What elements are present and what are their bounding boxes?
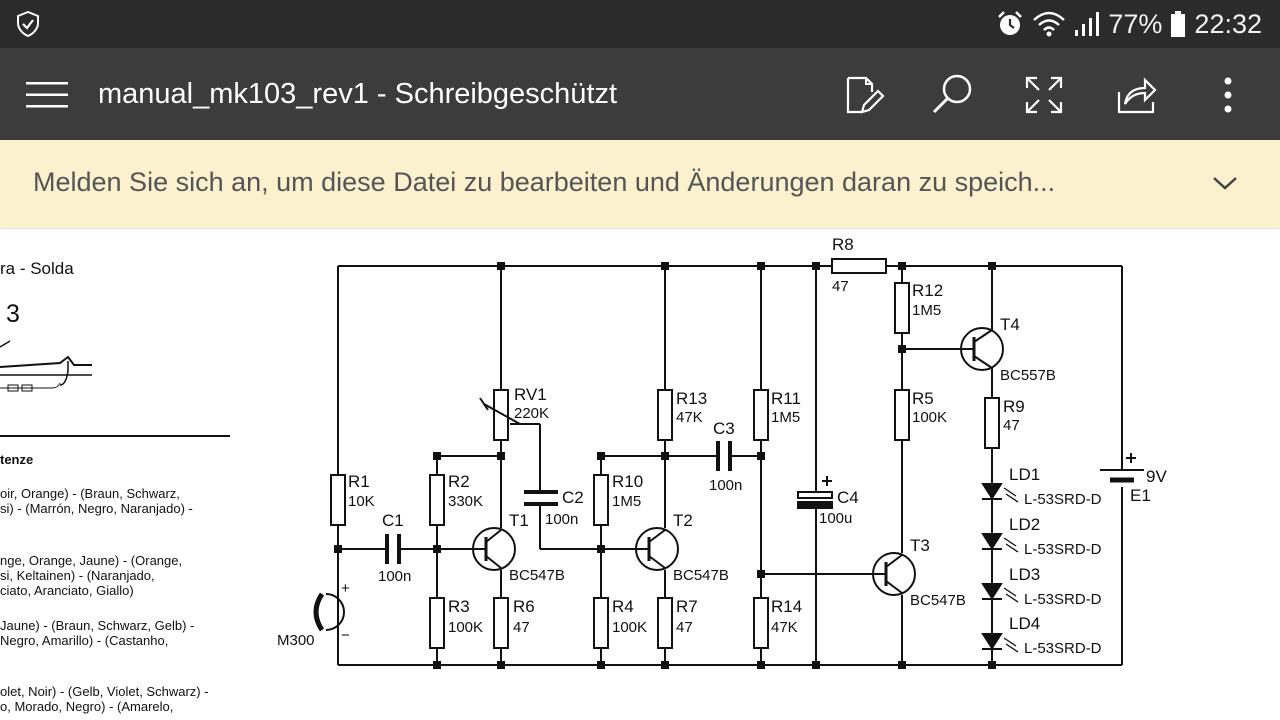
circuit-schematic: R8 R12 T4 RV1 R13 R11 R5 R9 C3 LD1 9V E1… [277, 235, 1167, 669]
label-E1: E1 [1130, 486, 1151, 505]
value-R5: 100K [912, 409, 947, 426]
label-M300: M300 [277, 632, 315, 649]
label-R6: R6 [513, 597, 535, 616]
battery-icon [1171, 11, 1186, 37]
mic-plus-sign: + [341, 580, 350, 597]
doc-text-line: Jaune) - (Braun, Schwarz, Gelb) - [0, 618, 195, 633]
value-R11: 1M5 [771, 409, 800, 426]
signal-icon [1075, 12, 1100, 36]
label-R11: R11 [771, 389, 801, 408]
value-R14: 47K [771, 619, 798, 636]
value-LD1: L-53SRD-D [1024, 491, 1102, 508]
value-R8: 47 [832, 278, 849, 295]
search-icon[interactable] [930, 72, 976, 118]
doc-text-line: nge, Orange, Jaune) - (Orange, [0, 553, 183, 568]
label-R12: R12 [912, 281, 943, 300]
label-R8: R8 [832, 235, 854, 254]
mic-minus-sign: − [341, 627, 350, 644]
app-toolbar: manual_mk103_rev1 - Schreibgeschützt [0, 48, 1280, 140]
value-LD4: L-53SRD-D [1024, 640, 1102, 657]
label-R5: R5 [912, 389, 934, 408]
label-R7: R7 [676, 597, 698, 616]
value-LD3: L-53SRD-D [1024, 591, 1102, 608]
share-icon[interactable] [1113, 72, 1159, 118]
label-RV1: RV1 [514, 385, 547, 404]
label-R13: R13 [676, 389, 707, 408]
value-RV1: 220K [514, 405, 549, 422]
value-T3: BC547B [910, 592, 966, 609]
clock: 22:32 [1194, 8, 1262, 39]
label-C2: C2 [562, 488, 584, 507]
value-R12: 1M5 [912, 302, 941, 319]
value-R1: 10K [348, 493, 375, 510]
label-R3: R3 [448, 597, 470, 616]
document-page[interactable]: ra - Solda 3 tenze oir, Orange) - (Braun… [0, 229, 1280, 720]
wifi-icon [1033, 11, 1066, 37]
label-R4: R4 [612, 597, 634, 616]
sign-in-banner[interactable]: Melden Sie sich an, um diese Datei zu be… [0, 140, 1280, 228]
doc-text-line: o, Morado, Negro) - (Amarelo, [0, 699, 174, 714]
label-LD1: LD1 [1009, 465, 1040, 484]
more-vert-icon[interactable] [1205, 72, 1251, 118]
label-R2: R2 [448, 472, 470, 491]
document-title: manual_mk103_rev1 - Schreibgeschützt [98, 78, 618, 110]
label-R14: R14 [771, 597, 802, 616]
value-T2: BC547B [673, 567, 729, 584]
label-LD3: LD3 [1009, 565, 1040, 584]
doc-text-line: oir, Orange) - (Braun, Schwarz, [0, 486, 180, 501]
status-right: 77% 22:32 [996, 0, 1262, 48]
value-R9: 47 [1003, 417, 1020, 434]
solder-illustration [0, 340, 92, 392]
doc-text-section: tenze [0, 452, 34, 467]
doc-text-line: Negro, Amarillo) - (Castanho, [0, 633, 169, 648]
label-R10: R10 [612, 472, 643, 491]
shield-check-icon [17, 11, 39, 37]
doc-text-heading: ra - Solda [0, 259, 74, 278]
value-C1: 100n [378, 568, 411, 585]
label-R9: R9 [1003, 397, 1025, 416]
doc-text-line: ciato, Aranciato, Giallo) [0, 583, 134, 598]
label-T3: T3 [910, 536, 930, 555]
doc-text-line: si, Keltainen) - (Naranjado, [0, 568, 155, 583]
alarm-icon [998, 11, 1023, 35]
label-9V: 9V [1146, 467, 1167, 486]
value-R6: 47 [513, 619, 530, 636]
value-R10: 1M5 [612, 493, 641, 510]
label-LD4: LD4 [1009, 614, 1040, 633]
banner-message: Melden Sie sich an, um diese Datei zu be… [33, 167, 1056, 197]
value-R2: 330K [448, 493, 483, 510]
fullscreen-icon[interactable] [1021, 72, 1067, 118]
value-R7: 47 [676, 619, 693, 636]
label-T4: T4 [1000, 315, 1020, 334]
doc-text-step: 3 [6, 300, 20, 328]
label-C3: C3 [713, 419, 735, 438]
value-T1: BC547B [509, 567, 565, 584]
label-LD2: LD2 [1009, 515, 1040, 534]
label-T2: T2 [673, 511, 693, 530]
doc-text-line: olet, Noir) - (Gelb, Violet, Schwarz) - [0, 684, 209, 699]
value-R13: 47K [676, 409, 703, 426]
doc-text-line: si) - (Marrón, Negro, Naranjado) - [0, 501, 193, 516]
value-C2: 100n [545, 511, 578, 528]
label-C1: C1 [382, 511, 404, 530]
value-R3: 100K [448, 619, 483, 636]
value-C4: 100u [819, 510, 852, 527]
hamburger-menu-icon[interactable] [26, 80, 68, 110]
edit-pencil-icon[interactable] [840, 72, 886, 118]
doc-divider [0, 435, 230, 437]
value-R4: 100K [612, 619, 647, 636]
value-LD2: L-53SRD-D [1024, 541, 1102, 558]
label-R1: R1 [348, 472, 370, 491]
label-T1: T1 [509, 511, 529, 530]
value-C3: 100n [709, 477, 742, 494]
battery-percent: 77% [1108, 8, 1163, 39]
chevron-down-icon[interactable] [1210, 172, 1240, 194]
label-C4: C4 [837, 488, 859, 507]
value-T4: BC557B [1000, 367, 1056, 384]
status-bar: 77% 22:32 [0, 0, 1280, 48]
